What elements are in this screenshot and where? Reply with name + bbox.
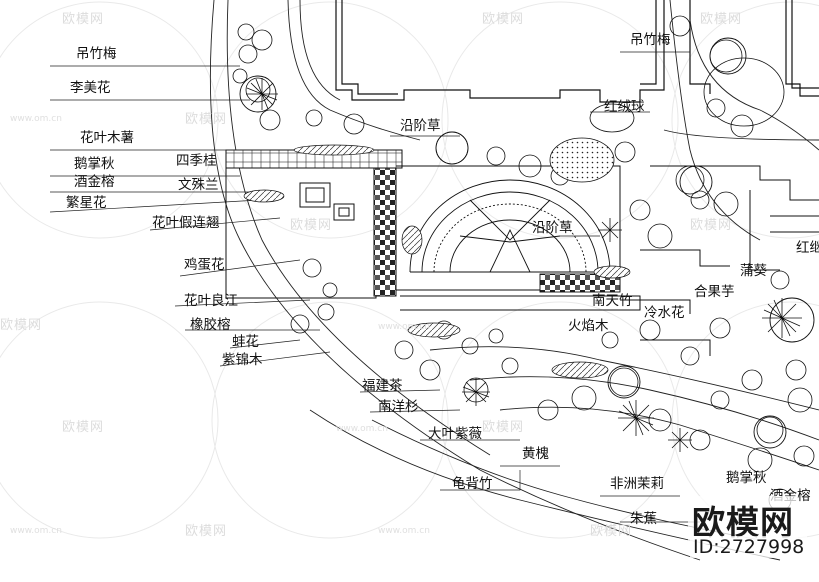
label-nantianzhu: 南天竹 <box>592 293 633 309</box>
label-diaozhumei-right: 吊竹梅 <box>630 32 671 48</box>
semicircle-feature <box>409 179 621 293</box>
label-huanghuai: 黄槐 <box>522 446 549 462</box>
label-zijinmu: 紫锦木 <box>222 352 263 368</box>
label-liemeihua: 李美花 <box>70 80 111 96</box>
watermark-text: 欧模网 <box>482 420 525 435</box>
plaza <box>225 149 641 311</box>
label-lengshuihua: 冷水花 <box>644 305 685 321</box>
watermark-text: 欧模网 <box>62 420 105 435</box>
tree-canopies <box>239 37 815 449</box>
label-pukui: 蒲葵 <box>740 263 767 279</box>
watermark-text: 欧模网 <box>62 12 105 27</box>
label-huaye-jialianqiao: 花叶假连翘 <box>152 215 220 231</box>
label-heguoyu: 合果芋 <box>694 284 735 300</box>
label-ezhangqiu-left: 鹅掌秋 <box>74 156 115 172</box>
shrubs <box>232 15 815 512</box>
label-hongrongqiu: 红绒球 <box>604 99 645 115</box>
label-hong-right: 红继 <box>796 240 819 256</box>
label-ezhangqiu-right: 鹅掌秋 <box>726 470 767 486</box>
label-fujiancha: 福建茶 <box>362 378 403 394</box>
ground-cover <box>549 57 785 183</box>
label-banghua: 蚌花 <box>232 334 259 350</box>
watermark-text: 欧模网 <box>290 218 333 233</box>
watermark-text: 欧模网 <box>185 524 228 539</box>
label-huaye-mushu: 花叶木薯 <box>80 130 134 146</box>
watermark-text: 欧模网 <box>482 12 525 27</box>
label-feizhou-moli: 非洲茉莉 <box>610 476 664 492</box>
label-wenshulan: 文殊兰 <box>178 177 219 193</box>
watermark-url: www.om.cn <box>10 114 62 124</box>
watermark-text: 欧模网 <box>0 318 43 333</box>
watermark-rings <box>0 1 819 539</box>
watermark-text: 欧模网 <box>690 218 733 233</box>
watermark-text: 欧模网 <box>700 12 743 27</box>
label-gangjiecao-top: 沿阶草 <box>400 118 441 134</box>
label-diaozhumei-left: 吊竹梅 <box>76 46 117 62</box>
label-nanyangshan: 南洋杉 <box>378 399 419 415</box>
label-gangjiecao-mid: 沿阶草 <box>532 220 573 236</box>
label-jiujinrong: 酒金榕 <box>74 174 115 190</box>
label-sijigui: 四季桂 <box>176 153 217 169</box>
hedge-clusters <box>243 144 631 379</box>
label-guibeizhu: 龟背竹 <box>452 476 493 492</box>
watermark-text: 欧模网 <box>590 524 633 539</box>
brand-id: ID:2727998 <box>690 536 808 558</box>
watermark-url: www.om.cn <box>378 322 430 332</box>
label-xiangjiaorong: 橡胶榕 <box>190 317 231 333</box>
watermark-url: www.om.cn <box>10 526 62 536</box>
watermark-url: www.om.cn <box>378 526 430 536</box>
label-huaye-liangjiang: 花叶良江 <box>184 293 238 309</box>
steps <box>620 165 819 356</box>
label-zhujiao: 朱蕉 <box>630 511 657 527</box>
watermark-text: 欧模网 <box>185 112 228 127</box>
palm-symbols <box>246 78 802 452</box>
building-outlines <box>335 0 819 103</box>
label-jidanhua: 鸡蛋花 <box>184 257 225 273</box>
leader-lines <box>49 51 700 523</box>
watermark-url: www.om.cn <box>336 424 388 434</box>
label-dayezishan: 大叶紫薇 <box>428 426 482 442</box>
label-fanxinghua: 繁星花 <box>66 195 107 211</box>
label-huoyanmu: 火焰木 <box>568 318 609 334</box>
